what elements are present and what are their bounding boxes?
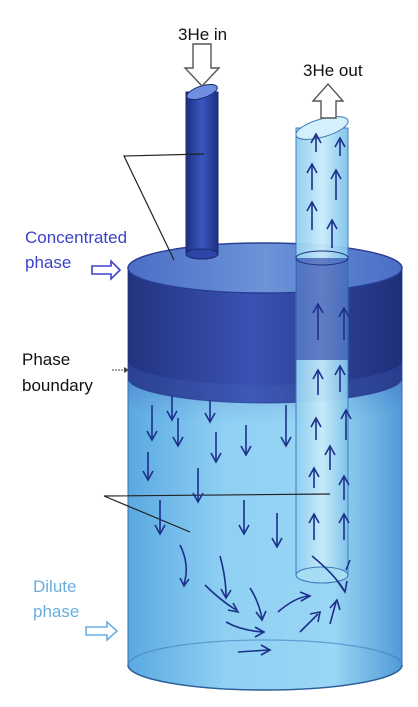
concentrated-phase-label-line2: phase [25, 253, 72, 272]
dilute-phase-label-line1: Dilute [33, 577, 77, 596]
he3-out-arrow-icon [311, 82, 345, 119]
phase-boundary-label-line2: boundary [22, 376, 93, 395]
phase-boundary-line [127, 377, 403, 404]
concentrated-phase-region [127, 242, 403, 425]
dilute-phase-label-line2: phase [33, 602, 80, 621]
inlet-tube [185, 83, 219, 260]
he3-in-arrow-icon [183, 43, 221, 88]
phase-boundary-label-line1: Phase [22, 350, 71, 369]
dilute-pointer-arrow-icon [85, 620, 119, 642]
concentrated-phase-label-line1: Concentrated [25, 228, 128, 247]
leader-lines [103, 153, 331, 533]
boundary-pointer-icon [112, 367, 129, 373]
flow-arrows [142, 132, 352, 656]
outlet-tube [295, 116, 349, 584]
he3-out-label: 3He out [303, 61, 363, 80]
concentrated-pointer-arrow-icon [91, 259, 122, 281]
he3-in-label: 3He in [178, 25, 228, 44]
